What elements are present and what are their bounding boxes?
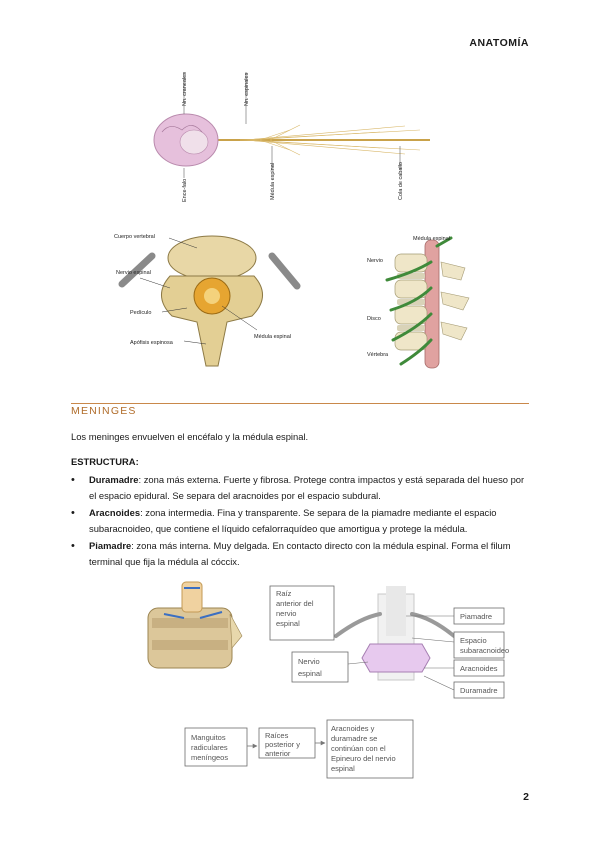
label-nn-espinales: Nn. espinales [244,72,250,106]
box-raiz-line1: Raíz [276,589,292,598]
flow-box3-line4: Epineuro del nervio [331,754,396,763]
label-vertebra: Vértebra [367,352,389,358]
meninges-list: Duramadre: zona más externa. Fuerte y fi… [71,472,533,571]
flow-box3-line5: espinal [331,764,355,773]
desc-aracnoides: : zona intermedia. Fina y transparente. … [89,507,497,534]
structure-label: ESTRUCTURA: [71,456,139,467]
flow-box3-line3: continúan con el [331,744,386,753]
section-divider [71,403,529,404]
box-nervio-line1: Nervio [298,657,320,666]
cns-overview-figure: Nn. craneales Nn. espinales Ence-falo Mé… [153,72,430,202]
flow-box2-line3: anterior [265,749,291,758]
box-piamadre: Piamadre [460,612,492,621]
flow-box3-line1: Aracnoides y [331,724,375,733]
flow-box1-line3: meníngeos [191,753,228,762]
label-disco: Disco [367,316,381,322]
running-header: ANATOMÍA [469,37,529,49]
label-nervio: Nervio [367,258,383,264]
vertebra-cross-section-figure: Cuerpo vertebral Nervio espinal Pedículo… [114,234,301,367]
label-medula-espinal: Médula espinal [270,163,276,200]
label-medula-espinal-2: Médula espinal [254,334,291,340]
page-number: 2 [523,791,529,803]
list-item: Piamadre: zona más interna. Muy delgada.… [71,538,533,570]
box-espacio-line2: subaracnoideo [460,646,509,655]
box-nervio-line2: espinal [298,669,322,678]
box-raiz-line3: nervio [276,609,296,618]
label-pediculo: Pedículo [130,310,151,316]
section-title: MENINGES [71,405,137,417]
label-apofisis-espinosa: Apófisis espinosa [130,340,174,346]
label-cuerpo-vertebral: Cuerpo vertebral [114,234,155,240]
label-cola-de-caballo: Cola de caballo [398,162,404,200]
label-encefalo: Ence-falo [182,179,188,202]
intro-paragraph: Los meninges envuelven el encéfalo y la … [71,431,309,442]
meninges-figure: Raíz anterior del nervio espinal Nervio … [147,581,509,699]
meninges-flow-diagram: Manguitos radiculares meníngeos Raíces p… [184,719,414,779]
flow-box2-line1: Raíces [265,731,289,740]
term-duramadre: Duramadre [89,474,139,485]
list-item: Duramadre: zona más externa. Fuerte y fi… [71,472,533,504]
term-piamadre: Piamadre [89,540,132,551]
list-item: Aracnoides: zona intermedia. Fina y tran… [71,505,533,537]
flow-box2-line2: posterior y [265,740,300,749]
box-raiz-line2: anterior del [276,599,314,608]
label-nervio-espinal: Nervio espinal [116,270,151,276]
label-nn-craneales: Nn. craneales [182,72,188,106]
box-raiz-line4: espinal [276,619,300,628]
flow-box3-line2: duramadre se [331,734,377,743]
box-espacio-line1: Espacio [460,636,487,645]
flow-box1-line2: radiculares [191,743,228,752]
box-aracnoides: Aracnoides [460,664,498,673]
label-medula-espinal-3: Médula espinal [413,236,450,242]
term-aracnoides: Aracnoides [89,507,141,518]
desc-duramadre: : zona más externa. Fuerte y fibrosa. Pr… [89,474,525,501]
desc-piamadre: : zona más interna. Muy delgada. En cont… [89,540,511,567]
flow-box1-line1: Manguitos [191,733,226,742]
box-duramadre: Duramadre [460,686,498,695]
spine-lateral-figure: Médula espinal Nervio Disco Vértebra [367,236,470,369]
